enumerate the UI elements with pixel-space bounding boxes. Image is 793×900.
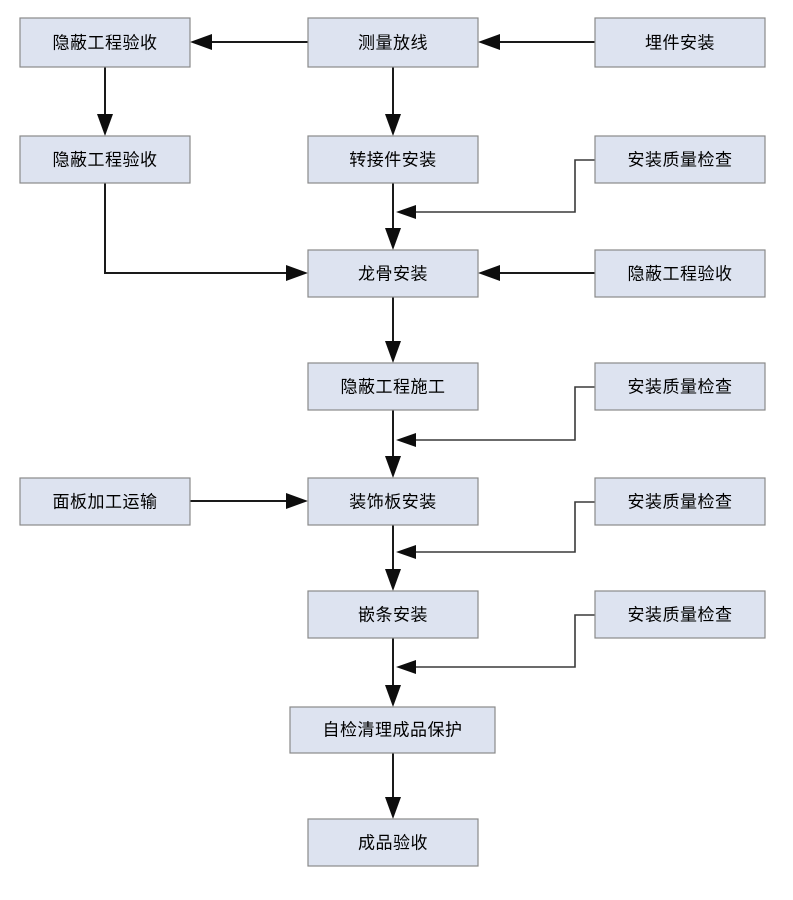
arrow-head-down-icon	[385, 797, 401, 819]
node-box[interactable]	[594, 477, 766, 526]
node-yinbi-gongcheng-yanshou-2[interactable]: 隐蔽工程验收	[19, 135, 191, 184]
node-label: 埋件安装	[645, 34, 715, 54]
edge-line	[104, 183, 290, 274]
node-box[interactable]	[307, 590, 479, 639]
node-box[interactable]	[19, 17, 191, 68]
node-qiantiao-anzhuang[interactable]: 嵌条安装	[307, 590, 479, 639]
arrow-head-down-icon	[385, 685, 401, 707]
node-label: 隐蔽工程施工	[341, 378, 446, 398]
node-box[interactable]	[594, 590, 766, 639]
node-label: 隐蔽工程验收	[53, 151, 158, 171]
node-label: 装饰板安装	[349, 493, 437, 513]
edge-maijian-to-celiang	[478, 34, 595, 50]
arrow-head-down-icon	[385, 228, 401, 250]
node-label: 自检清理成品保护	[323, 721, 463, 741]
arrow-head-left-icon	[478, 34, 500, 50]
node-box[interactable]	[594, 17, 766, 68]
edge-yanshou3-to-longgu	[478, 265, 595, 281]
edge-longgu-to-yinbishigong	[385, 297, 401, 363]
node-label: 成品验收	[358, 834, 428, 854]
node-box[interactable]	[289, 706, 496, 754]
node-anzhuang-zhiliang-jiancha-2[interactable]: 安装质量检查	[594, 362, 766, 411]
node-celiang-fangxian[interactable]: 测量放线	[307, 17, 479, 68]
edge-yanshou-to-yanshou2	[97, 67, 113, 136]
node-anzhuang-zhiliang-jiancha-1[interactable]: 安装质量检查	[594, 135, 766, 184]
edge-zijian-to-chengpin	[385, 753, 401, 819]
node-box[interactable]	[594, 135, 766, 184]
arrow-head-left-icon	[396, 545, 416, 559]
edge-zhiliangjiancha2-to-main	[396, 159, 595, 219]
edge-mianban-to-zhuangshiban	[190, 493, 308, 509]
node-box[interactable]	[19, 135, 191, 184]
edge-yinbishigong-to-zhuangshiban	[385, 410, 401, 478]
arrow-head-down-icon	[385, 114, 401, 136]
edge-yanshou2-to-longgu	[104, 183, 308, 281]
node-box[interactable]	[594, 362, 766, 411]
node-label: 嵌条安装	[358, 606, 428, 626]
arrow-head-left-icon	[396, 660, 416, 674]
node-zhuanjiejian-anzhuang[interactable]: 转接件安装	[307, 135, 479, 184]
edge-zhiliangjiancha4-to-main	[396, 386, 595, 447]
edge-zhuangshiban-to-qiantiao	[385, 525, 401, 591]
arrow-head-right-icon	[286, 493, 308, 509]
node-box[interactable]	[307, 818, 479, 867]
node-longgu-anzhuang[interactable]: 龙骨安装	[307, 249, 479, 298]
edge-qiantiao-to-zijian	[385, 638, 401, 707]
edge-line	[412, 614, 595, 668]
node-label: 转接件安装	[349, 151, 437, 171]
node-yinbi-gongcheng-shigong[interactable]: 隐蔽工程施工	[307, 362, 479, 411]
edge-celiang-to-zhuanjiejian	[385, 67, 401, 136]
node-label: 面板加工运输	[53, 493, 158, 513]
node-layer: 隐蔽工程验收 测量放线 埋件安装 隐蔽工程验收 转接件安装 安装质量检查	[19, 17, 766, 867]
node-label: 安装质量检查	[628, 151, 733, 171]
arrow-head-left-icon	[396, 433, 416, 447]
arrow-head-left-icon	[478, 265, 500, 281]
node-mianban-jiagong-yunshu[interactable]: 面板加工运输	[19, 477, 191, 526]
node-box[interactable]	[307, 17, 479, 68]
node-label: 龙骨安装	[358, 265, 428, 285]
node-box[interactable]	[307, 135, 479, 184]
node-label: 安装质量检查	[628, 606, 733, 626]
node-anzhuang-zhiliang-jiancha-3[interactable]: 安装质量检查	[594, 477, 766, 526]
node-box[interactable]	[307, 477, 479, 526]
node-box[interactable]	[307, 249, 479, 298]
node-label: 安装质量检查	[628, 378, 733, 398]
edge-line	[412, 501, 595, 553]
node-yinbi-gongcheng-yanshou-3[interactable]: 隐蔽工程验收	[594, 249, 766, 298]
node-box[interactable]	[307, 362, 479, 411]
edge-line	[412, 386, 595, 441]
node-zijian-qingli-chengpin-baohu[interactable]: 自检清理成品保护	[289, 706, 496, 754]
edge-zhiliangjiancha6-to-main	[396, 614, 595, 674]
edge-line	[412, 159, 595, 213]
node-chengpin-yanshou[interactable]: 成品验收	[307, 818, 479, 867]
node-label: 安装质量检查	[628, 493, 733, 513]
arrow-head-down-icon	[97, 114, 113, 136]
arrow-head-down-icon	[385, 569, 401, 591]
edge-zhiliangjiancha5-to-main	[396, 501, 595, 559]
arrow-head-left-icon	[190, 34, 212, 50]
edge-layer	[97, 34, 595, 819]
arrow-head-down-icon	[385, 456, 401, 478]
node-anzhuang-zhiliang-jiancha-4[interactable]: 安装质量检查	[594, 590, 766, 639]
node-label: 隐蔽工程验收	[628, 265, 733, 285]
node-label: 隐蔽工程验收	[53, 34, 158, 54]
node-yinbi-gongcheng-yanshou-1[interactable]: 隐蔽工程验收	[19, 17, 191, 68]
node-box[interactable]	[594, 249, 766, 298]
node-maijian-anzhuang[interactable]: 埋件安装	[594, 17, 766, 68]
arrow-head-down-icon	[385, 341, 401, 363]
node-label: 测量放线	[358, 34, 428, 54]
arrow-head-left-icon	[396, 205, 416, 219]
node-zhuangshiban-anzhuang[interactable]: 装饰板安装	[307, 477, 479, 526]
arrow-head-right-icon	[286, 265, 308, 281]
node-box[interactable]	[19, 477, 191, 526]
edge-zhuanjiejian-to-longgu	[385, 183, 401, 250]
edge-celiang-to-yanshou	[190, 34, 308, 50]
